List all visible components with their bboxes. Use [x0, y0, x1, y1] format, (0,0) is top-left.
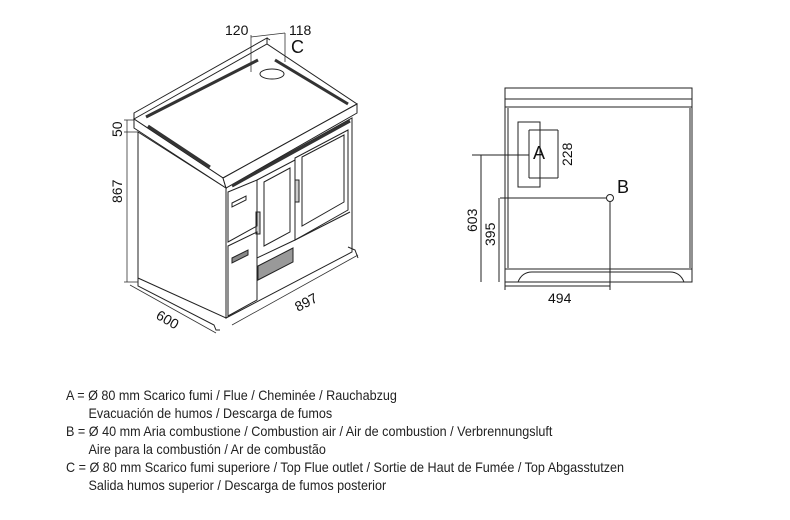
cooktop-back-rim-corner [266, 37, 271, 41]
rear-base-cutout [517, 271, 685, 283]
label-c: C [291, 37, 304, 57]
label-a: A [533, 143, 545, 163]
oven-base-line [294, 211, 351, 241]
dim-228: 228 [559, 142, 575, 166]
legend: A = Ø 80 mm Scarico fumi / Flue / Chemin… [66, 386, 624, 494]
flue-outlet-c [259, 68, 285, 80]
stove-foot-left [137, 278, 220, 331]
firebox-door-glass [263, 167, 291, 247]
dim-600: 600 [154, 307, 182, 333]
oven-door [294, 129, 349, 241]
oven-door-glass [301, 134, 345, 227]
dim-120: 120 [225, 22, 249, 38]
cooktop-vents [145, 58, 351, 188]
dimension-lines [124, 32, 359, 334]
legend-a-sub: Evacuación de humos / Descarga de fumos [88, 405, 333, 421]
oven-door-handle [294, 179, 300, 203]
legend-a-main: A = Ø 80 mm Scarico fumi / Flue / Chemin… [66, 387, 397, 403]
legend-c-main: C = Ø 80 mm Scarico fumi superiore / Top… [66, 459, 625, 475]
stove-isometric-view [124, 32, 359, 334]
lower-drawer-handle [231, 249, 249, 264]
air-grill [257, 247, 294, 281]
ash-drawer-handle [231, 195, 247, 208]
legend-b-main: B = Ø 40 mm Aria combustione / Combustio… [66, 423, 553, 439]
dim-395: 395 [482, 222, 498, 246]
dim-897: 897 [292, 289, 320, 314]
firebox-door-handle [255, 211, 261, 235]
dim-50: 50 [109, 121, 125, 137]
air-inlet-b [606, 194, 614, 202]
dim-118: 118 [289, 22, 312, 38]
ash-drawer [227, 179, 258, 243]
legend-b-sub: Aire para la combustión / Ar de combustã… [88, 441, 326, 457]
label-b: B [617, 177, 629, 197]
cooktop-back-rim [133, 37, 268, 119]
stove-rear-view [472, 87, 693, 290]
dim-494: 494 [548, 290, 572, 306]
dim-867: 867 [109, 179, 125, 203]
legend-c-sub: Salida humos superior / Descarga de fumo… [88, 477, 387, 493]
cooktop-edge-front [222, 103, 358, 189]
rear-dimension-lines [472, 129, 611, 290]
rear-outline [504, 87, 693, 283]
dim-603: 603 [464, 208, 480, 232]
